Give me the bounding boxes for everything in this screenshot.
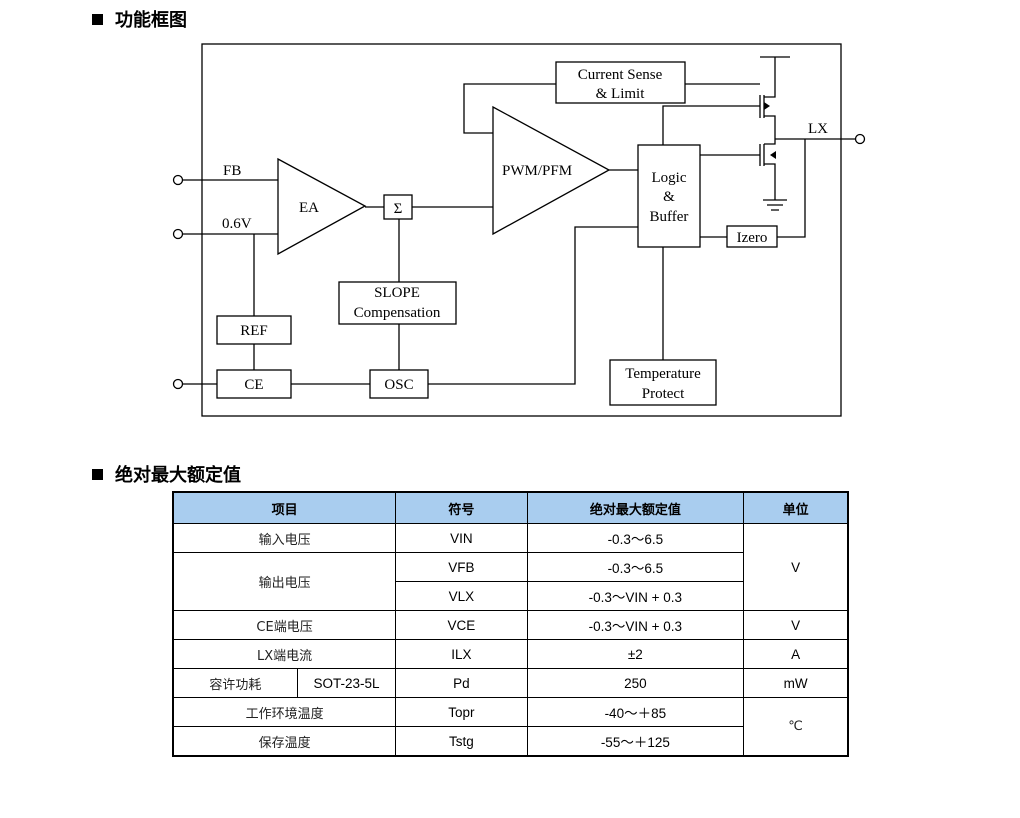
cell-item: LX端电流: [172, 639, 397, 669]
cell-item: 工作环境温度: [172, 697, 397, 727]
cell-unit: mW: [743, 668, 849, 698]
slope-label-2: Compensation: [354, 305, 441, 321]
slope-compensation-box: [338, 281, 457, 325]
table-row: 容许功耗 SOT-23-5L Pd 250 mW: [172, 668, 849, 698]
ce-pin: [172, 378, 184, 390]
table-row: 保存温度 Tstg -55～＋125: [172, 726, 848, 757]
ratings-title: 绝对最大额定值: [115, 465, 241, 486]
cell-symbol: Tstg: [395, 726, 528, 757]
table-row: 工作环境温度 Topr -40～＋85 ℃: [172, 697, 849, 757]
cell-value: -0.3～6.5: [526, 552, 745, 582]
cell-value: -0.3～VIN + 0.3: [526, 610, 745, 640]
v06-pin: [172, 228, 184, 240]
bullet-square-icon: [92, 469, 103, 480]
ref-label: REF: [240, 323, 268, 339]
logic-label-2: &: [663, 189, 675, 205]
wire-current-sense-pwm: [463, 83, 556, 134]
cell-value: ±2: [526, 639, 745, 669]
ratings-heading: 绝对最大额定值: [92, 461, 241, 487]
cell-symbol: Topr: [395, 697, 528, 727]
osc-label: OSC: [384, 377, 413, 393]
cell-unit: ℃: [743, 697, 849, 757]
cell-symbol: Pd: [395, 668, 528, 698]
nmos-switch: [756, 139, 776, 200]
current-sense-label-2: & Limit: [596, 86, 646, 102]
wire-osc-logic: [428, 226, 638, 385]
header-item: 项目: [172, 491, 397, 524]
ea-amplifier: [277, 157, 367, 256]
header-symbol: 符号: [395, 491, 528, 524]
cell-symbol: VCE: [395, 610, 528, 640]
table-header-row: 项目 符号 绝对最大额定值 单位: [172, 491, 849, 524]
block-diagram: Current Sense & Limit LX FB 0.6V EA Σ PW…: [172, 43, 866, 417]
cell-value: 250: [526, 668, 745, 698]
logic-label-3: Buffer: [650, 209, 689, 225]
cell-unit: V: [743, 610, 849, 640]
logic-buffer-box: [637, 144, 701, 248]
wire-izero-lx: [777, 139, 806, 238]
temperature-label-1: Temperature: [625, 366, 701, 382]
cell-value: -40～＋85: [526, 697, 745, 727]
lx-label: LX: [808, 121, 828, 137]
cell-symbol: VLX: [395, 581, 528, 611]
table-row: 输入电压 VIN -0.3～6.5 V: [172, 523, 849, 611]
header-value: 绝对最大额定值: [526, 491, 745, 524]
cell-item: 输出电压: [172, 552, 397, 611]
header-unit: 单位: [743, 491, 849, 524]
cell-value: -55～＋125: [526, 726, 745, 757]
table-row: CE端电压 VCE -0.3～VIN + 0.3 V: [172, 610, 849, 640]
absolute-max-ratings-table: 项目 符号 绝对最大额定值 单位 输入电压 VIN -0.3～6.5 V 输出电…: [172, 491, 849, 757]
fb-pin: [172, 174, 184, 186]
pmos-arrow: [764, 102, 770, 110]
ground-symbol: [763, 199, 787, 211]
pwm-comparator: [492, 105, 611, 236]
table-row: 输出电压 VFB -0.3～6.5: [172, 552, 848, 611]
ea-label: EA: [299, 200, 319, 216]
table-row: VLX -0.3～VIN + 0.3: [173, 581, 848, 611]
lx-pin: [854, 133, 866, 145]
cell-symbol: VFB: [395, 552, 528, 582]
cell-symbol: VIN: [395, 523, 528, 553]
cell-item-package: SOT-23-5L: [296, 668, 397, 698]
v06-label: 0.6V: [222, 216, 252, 232]
temperature-protect-box: [609, 359, 717, 406]
bullet-square-icon: [92, 14, 103, 25]
current-sense-label-1: Current Sense: [578, 67, 663, 83]
nmos-arrow: [770, 151, 776, 159]
fb-label: FB: [223, 163, 241, 179]
cell-unit: A: [743, 639, 849, 669]
pwm-label: PWM/PFM: [502, 163, 572, 179]
cell-value: -0.3～6.5: [526, 523, 745, 553]
slope-label-1: SLOPE: [374, 285, 420, 301]
sigma-label: Σ: [394, 201, 403, 217]
temperature-label-2: Protect: [642, 386, 685, 402]
cell-symbol: ILX: [395, 639, 528, 669]
cell-item: 输入电压: [172, 523, 397, 553]
izero-label: Izero: [737, 230, 768, 246]
ce-label: CE: [244, 377, 263, 393]
logic-label-1: Logic: [652, 170, 687, 186]
cell-item: CE端电压: [172, 610, 397, 640]
table-row: LX端电流 ILX ±2 A: [172, 639, 849, 669]
sigma-box: [383, 194, 413, 220]
block-diagram-title: 功能框图: [115, 10, 187, 31]
current-sense-box: [555, 61, 686, 104]
cell-item: 保存温度: [172, 726, 397, 757]
wire-logic-top: [662, 105, 754, 145]
block-diagram-heading: 功能框图: [92, 6, 187, 32]
cell-item: 容许功耗: [172, 668, 298, 698]
cell-value: -0.3～VIN + 0.3: [526, 581, 745, 611]
cell-unit: V: [743, 523, 849, 611]
